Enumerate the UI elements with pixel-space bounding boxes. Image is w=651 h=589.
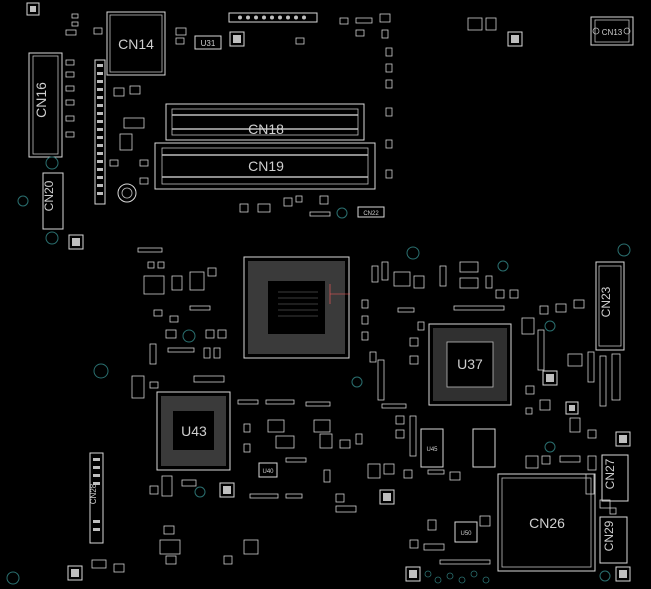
cn18-connector[interactable]: CN18 — [165, 103, 365, 141]
test-point-vias — [6, 156, 631, 585]
cn19-connector[interactable]: CN19 — [154, 142, 376, 190]
cn20-label: CN20 — [42, 180, 56, 211]
cn23-label: CN23 — [599, 286, 613, 317]
cn22-connector[interactable]: CN22 — [357, 206, 385, 218]
bottom-via-ring — [424, 570, 490, 584]
u43-label: U43 — [181, 423, 207, 439]
cn26-label: CN26 — [529, 515, 565, 531]
cn22-label: CN22 — [363, 211, 379, 217]
cn26-connector[interactable]: CN26 — [497, 473, 596, 572]
cn13-connector[interactable]: CN13 — [590, 16, 634, 46]
u37-label: U37 — [457, 356, 483, 372]
u50-label: U50 — [460, 531, 472, 537]
cn29-label: CN29 — [602, 520, 616, 551]
mounting-pads — [26, 2, 631, 582]
cn13-label: CN13 — [602, 28, 623, 37]
crystal-component — [117, 183, 137, 203]
cn20-connector[interactable]: CN20 — [42, 172, 64, 230]
u31-chip[interactable]: U31 — [194, 35, 222, 50]
cn29-connector[interactable]: CN29 — [599, 516, 628, 564]
u45-label: U45 — [426, 447, 438, 453]
cn28-connector[interactable]: CN28 — [89, 452, 104, 544]
top-header-strip — [228, 12, 318, 23]
cn16-label: CN16 — [33, 82, 49, 118]
cpu-bga-package[interactable] — [243, 256, 350, 359]
cn28-label: CN28 — [89, 483, 98, 504]
cn14-label: CN14 — [118, 36, 154, 52]
cn16-connector[interactable]: CN16 — [28, 52, 63, 158]
small-passive-components — [65, 13, 621, 573]
u31-label: U31 — [201, 39, 216, 48]
cn19-label: CN19 — [248, 158, 284, 174]
cn14-connector[interactable]: CN14 — [106, 11, 166, 76]
u50-chip[interactable]: U50 — [454, 521, 478, 543]
u40-chip[interactable]: U40 — [258, 462, 278, 478]
u43-chip[interactable]: U43 — [156, 391, 231, 471]
u37-chip[interactable]: U37 — [428, 323, 512, 406]
cn27-label: CN27 — [603, 458, 617, 489]
cn23-connector[interactable]: CN23 — [595, 261, 625, 351]
u45-chip[interactable]: U45 — [420, 428, 496, 468]
cn27-connector[interactable]: CN27 — [601, 454, 629, 502]
vertical-header-cn21[interactable] — [94, 59, 106, 205]
u40-label: U40 — [262, 469, 274, 475]
cn18-label: CN18 — [248, 121, 284, 137]
